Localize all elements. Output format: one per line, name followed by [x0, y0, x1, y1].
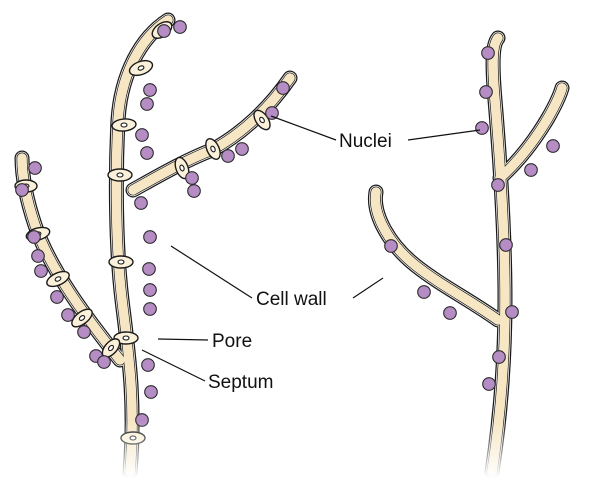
septum-label: Septum — [208, 372, 273, 393]
nucleus — [483, 378, 496, 391]
cell-wall-label: Cell wall — [256, 289, 327, 310]
nucleus — [28, 231, 41, 244]
nucleus — [492, 179, 505, 192]
nucleus — [62, 309, 75, 322]
nucleus — [141, 147, 154, 160]
nucleus — [506, 306, 519, 319]
nucleus — [500, 239, 513, 252]
nucleus — [493, 351, 506, 364]
nucleus — [16, 184, 29, 197]
nucleus — [32, 250, 45, 263]
nucleus — [385, 240, 398, 253]
nucleus — [135, 197, 148, 210]
nucleus — [98, 356, 111, 369]
pore-leader — [158, 339, 208, 340]
coenocytic-hypha-nuclei — [385, 47, 560, 391]
nucleus — [35, 265, 48, 278]
nucleus — [158, 25, 171, 38]
nucleus — [144, 231, 157, 244]
coenocytic-hypha-cytoplasm — [375, 38, 562, 472]
nucleus — [222, 150, 235, 163]
nuclei-label: Nuclei — [339, 131, 392, 152]
nucleus — [144, 284, 157, 297]
labels: Nuclei Cell wall Pore Septum — [208, 131, 392, 393]
nucleus — [145, 386, 158, 399]
septate-hypha-nuclei — [16, 21, 290, 427]
nucleus — [51, 291, 64, 304]
bottom-fade — [0, 420, 595, 478]
septum — [108, 169, 132, 181]
nucleus — [525, 164, 538, 177]
nucleus — [142, 359, 155, 372]
septate-hypha — [15, 18, 290, 472]
cell-wall-leader-left — [171, 246, 252, 298]
nucleus — [144, 303, 157, 316]
nucleus — [444, 307, 457, 320]
nucleus — [188, 185, 201, 198]
nucleus — [144, 84, 157, 97]
nucleus — [136, 129, 149, 142]
nucleus — [480, 86, 493, 99]
nucleus — [29, 162, 42, 175]
coenocytic-hypha — [375, 38, 562, 472]
nucleus — [186, 172, 199, 185]
nuclei-leader-left — [271, 116, 336, 140]
nucleus — [277, 82, 290, 95]
nucleus — [418, 286, 431, 299]
nucleus — [78, 326, 91, 339]
nucleus — [143, 263, 156, 276]
septum — [109, 256, 133, 268]
nucleus — [547, 140, 560, 153]
nucleus — [174, 21, 187, 34]
nucleus — [141, 98, 154, 111]
nucleus — [482, 47, 495, 60]
nucleus — [236, 143, 249, 156]
pore-label: Pore — [212, 331, 252, 352]
nuclei-leader-right — [408, 130, 480, 140]
nucleus — [476, 122, 489, 135]
cell-wall-leader-right — [353, 278, 383, 298]
